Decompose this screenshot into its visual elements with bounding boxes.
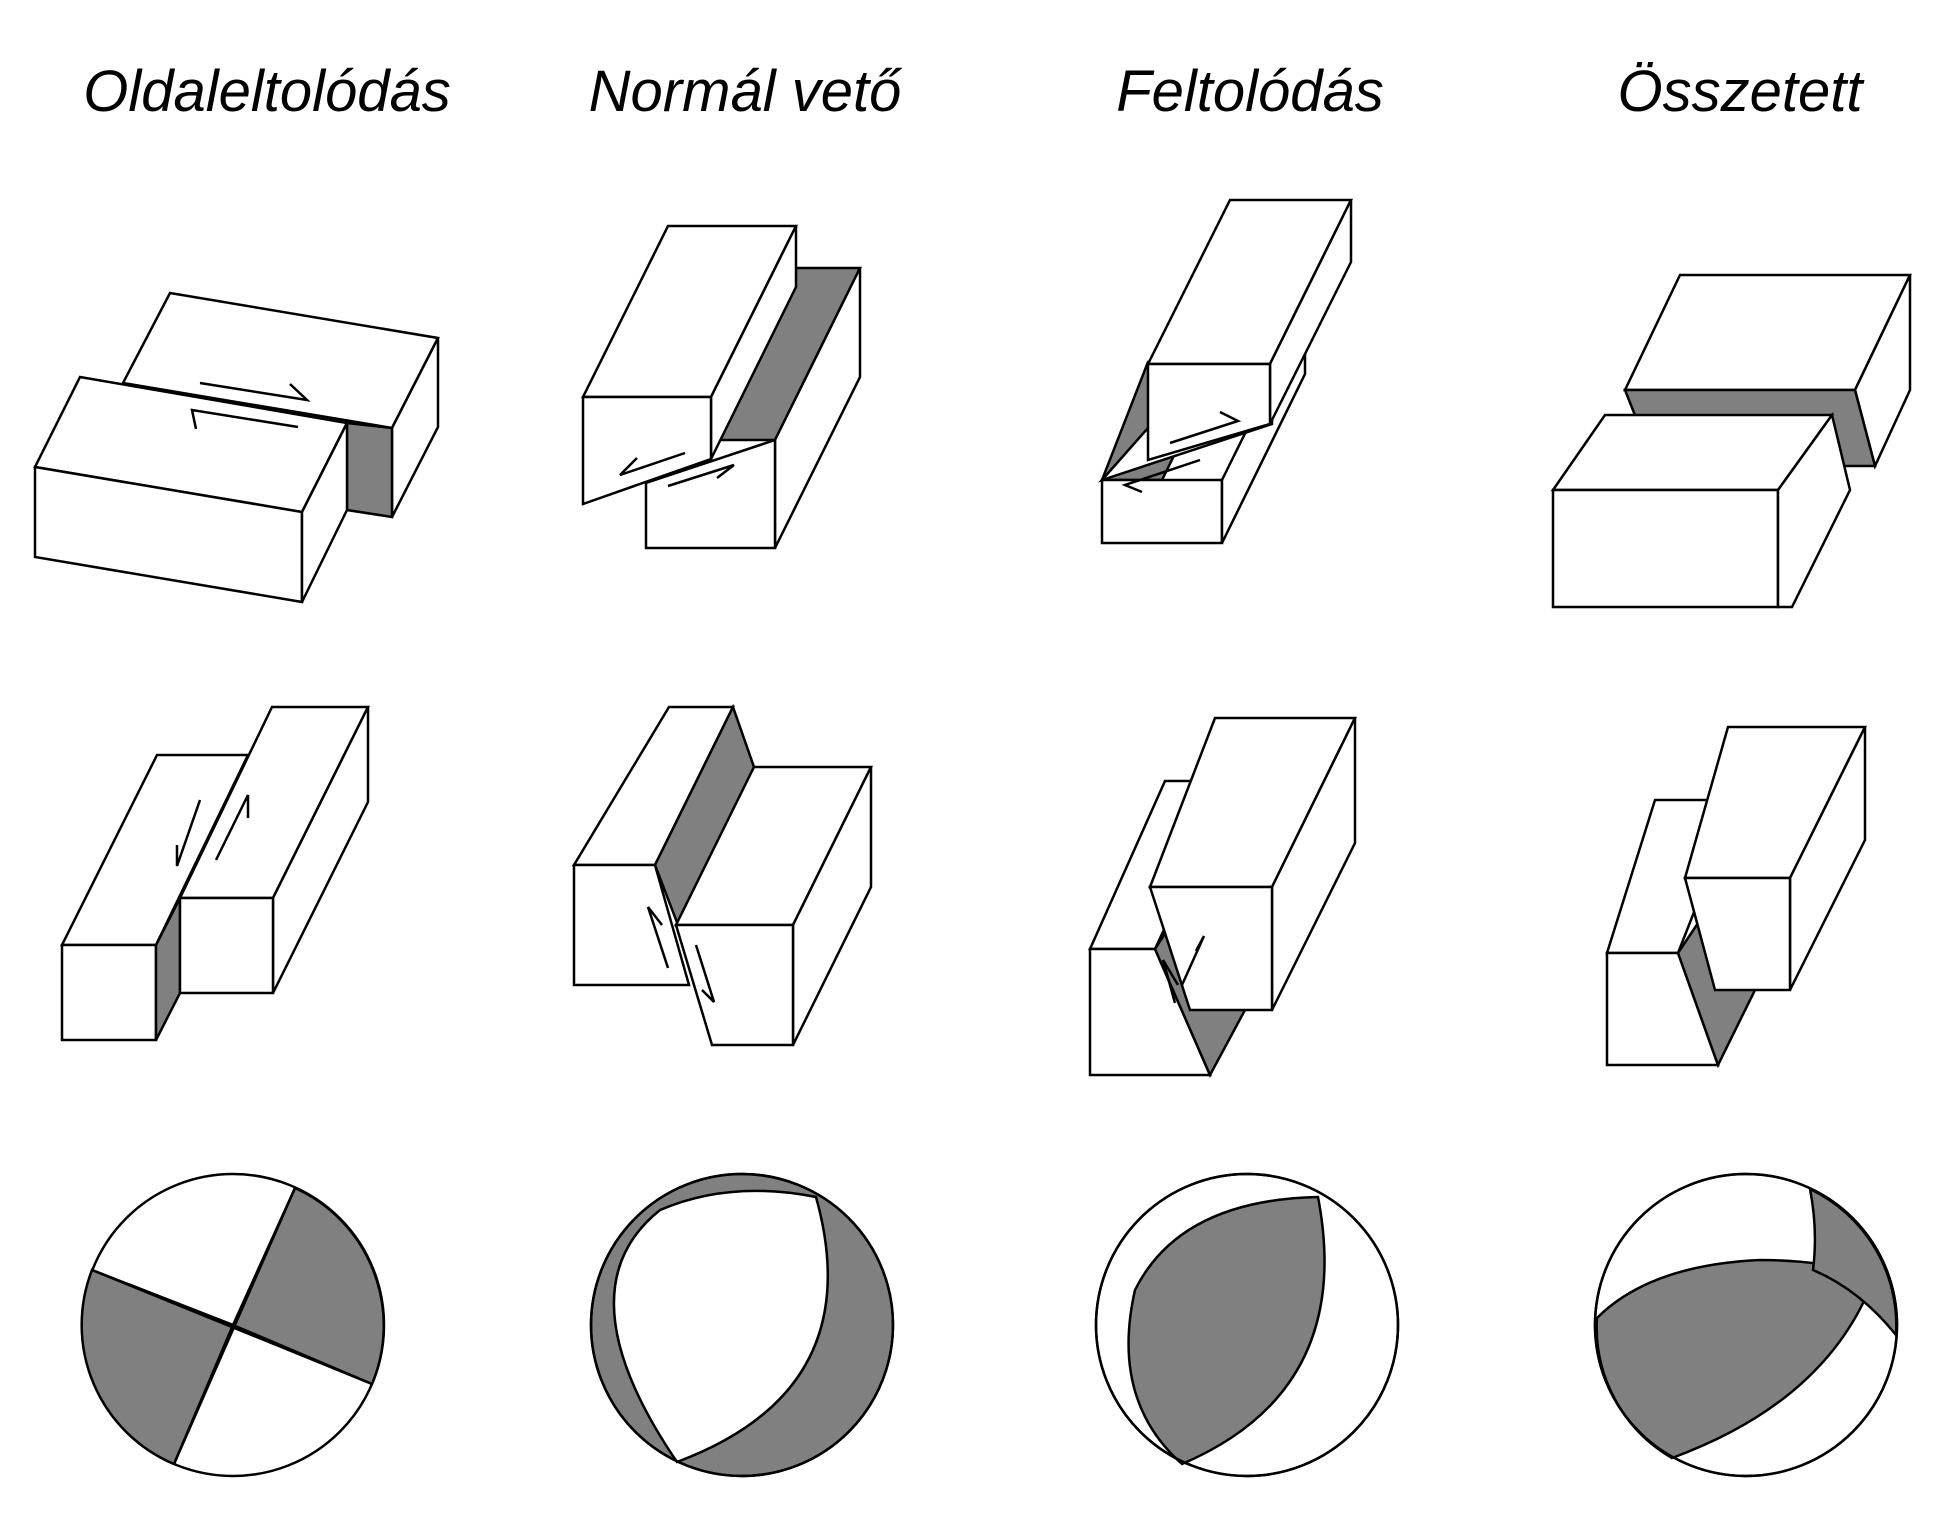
block-diagram-oblique-b — [1605, 725, 1868, 1069]
block-diagram-normal-a — [580, 224, 863, 550]
slip-arrows — [1121, 410, 1242, 494]
title-strike-slip: Oldaleltolódás — [83, 59, 451, 124]
slip-arrows — [190, 381, 311, 430]
beachball-oblique — [1593, 1172, 1899, 1478]
slip-arrows — [175, 794, 250, 867]
block-diagram-thrust-a — [1098, 198, 1354, 545]
slip-arrows — [1161, 935, 1206, 1004]
beachball-normal — [589, 1172, 895, 1478]
title-thrust-fault: Feltolódás — [1116, 59, 1384, 124]
title-oblique-fault: Összetett — [1617, 59, 1863, 124]
title-normal-fault: Normál vető — [588, 59, 902, 124]
slip-arrows — [646, 906, 716, 1003]
block-diagram-strike-slip-a — [33, 291, 440, 604]
block-diagram-oblique-a — [1550, 273, 1912, 609]
block-diagram-strike-slip-b — [59, 705, 371, 1042]
beachball-thrust — [1094, 1172, 1400, 1478]
block-diagram-thrust-b — [1088, 716, 1358, 1078]
block-diagram-normal-b — [571, 703, 874, 1047]
slip-arrows — [619, 451, 735, 488]
beachball-strike-slip — [80, 1172, 386, 1478]
